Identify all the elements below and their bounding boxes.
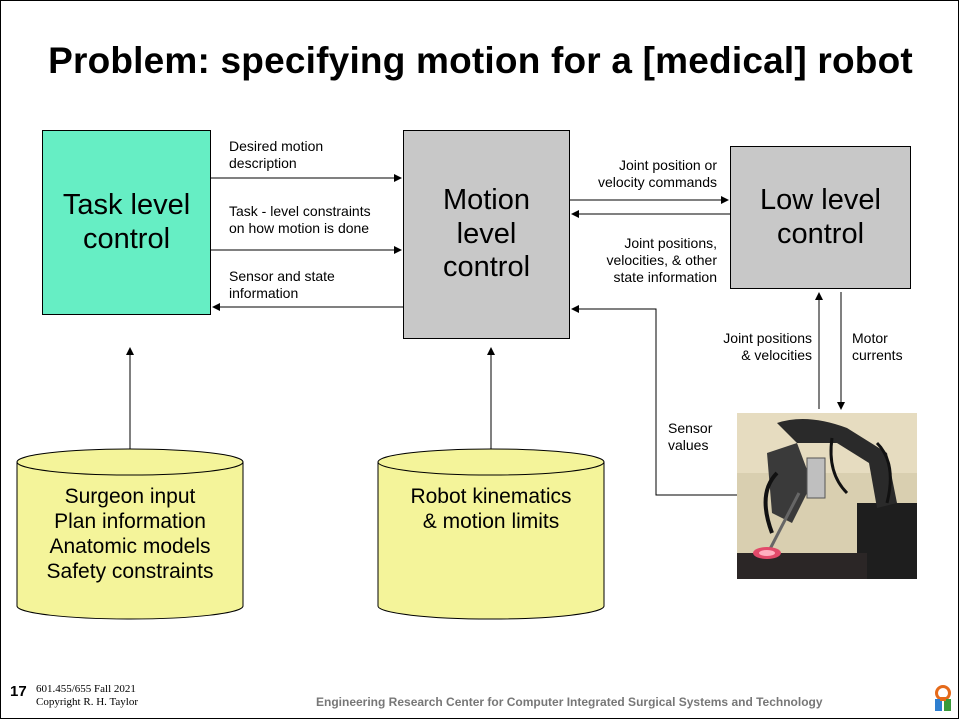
label-desired-motion: Desired motion description	[229, 138, 324, 171]
task-level-control-label: Task level control	[62, 189, 191, 255]
surgical-robot-image	[737, 413, 917, 579]
motion-level-control-label: Motion level control	[442, 184, 531, 284]
label-joint-commands: Joint position or velocity commands	[597, 157, 717, 190]
cisst-logo-icon	[935, 685, 951, 711]
database-surgeon-cylinder	[16, 448, 244, 620]
label-sensor-values: Sensor values	[668, 420, 713, 453]
slide-number: 17	[10, 683, 27, 700]
course-copyright: 601.455/655 Fall 2021 Copyright R. H. Ta…	[36, 683, 138, 708]
label-sensor-state: Sensor and state information	[229, 268, 335, 301]
label-joint-state: Joint positions, velocities, & other sta…	[606, 235, 718, 285]
label-motor-currents: Motor currents	[852, 330, 903, 363]
label-task-constraints: Task - level constraints on how motion i…	[229, 203, 371, 236]
footer-erc-text: Engineering Research Center for Computer…	[316, 695, 823, 709]
low-level-control-box: Low level control	[730, 146, 911, 289]
slide-title: Problem: specifying motion for a [medica…	[48, 40, 913, 81]
motion-level-control-box: Motion level control	[403, 130, 570, 339]
database-surgeon-text: Surgeon input Plan information Anatomic …	[46, 485, 214, 583]
database-kinematics-cylinder	[377, 448, 605, 620]
label-joint-pos-vel: Joint positions & velocities	[723, 330, 812, 363]
arrow-sensor-values	[571, 305, 737, 496]
task-level-control-box: Task level control	[42, 130, 211, 315]
database-kinematics-text: Robot kinematics & motion limits	[410, 485, 572, 533]
low-level-control-label: Low level control	[760, 184, 881, 250]
